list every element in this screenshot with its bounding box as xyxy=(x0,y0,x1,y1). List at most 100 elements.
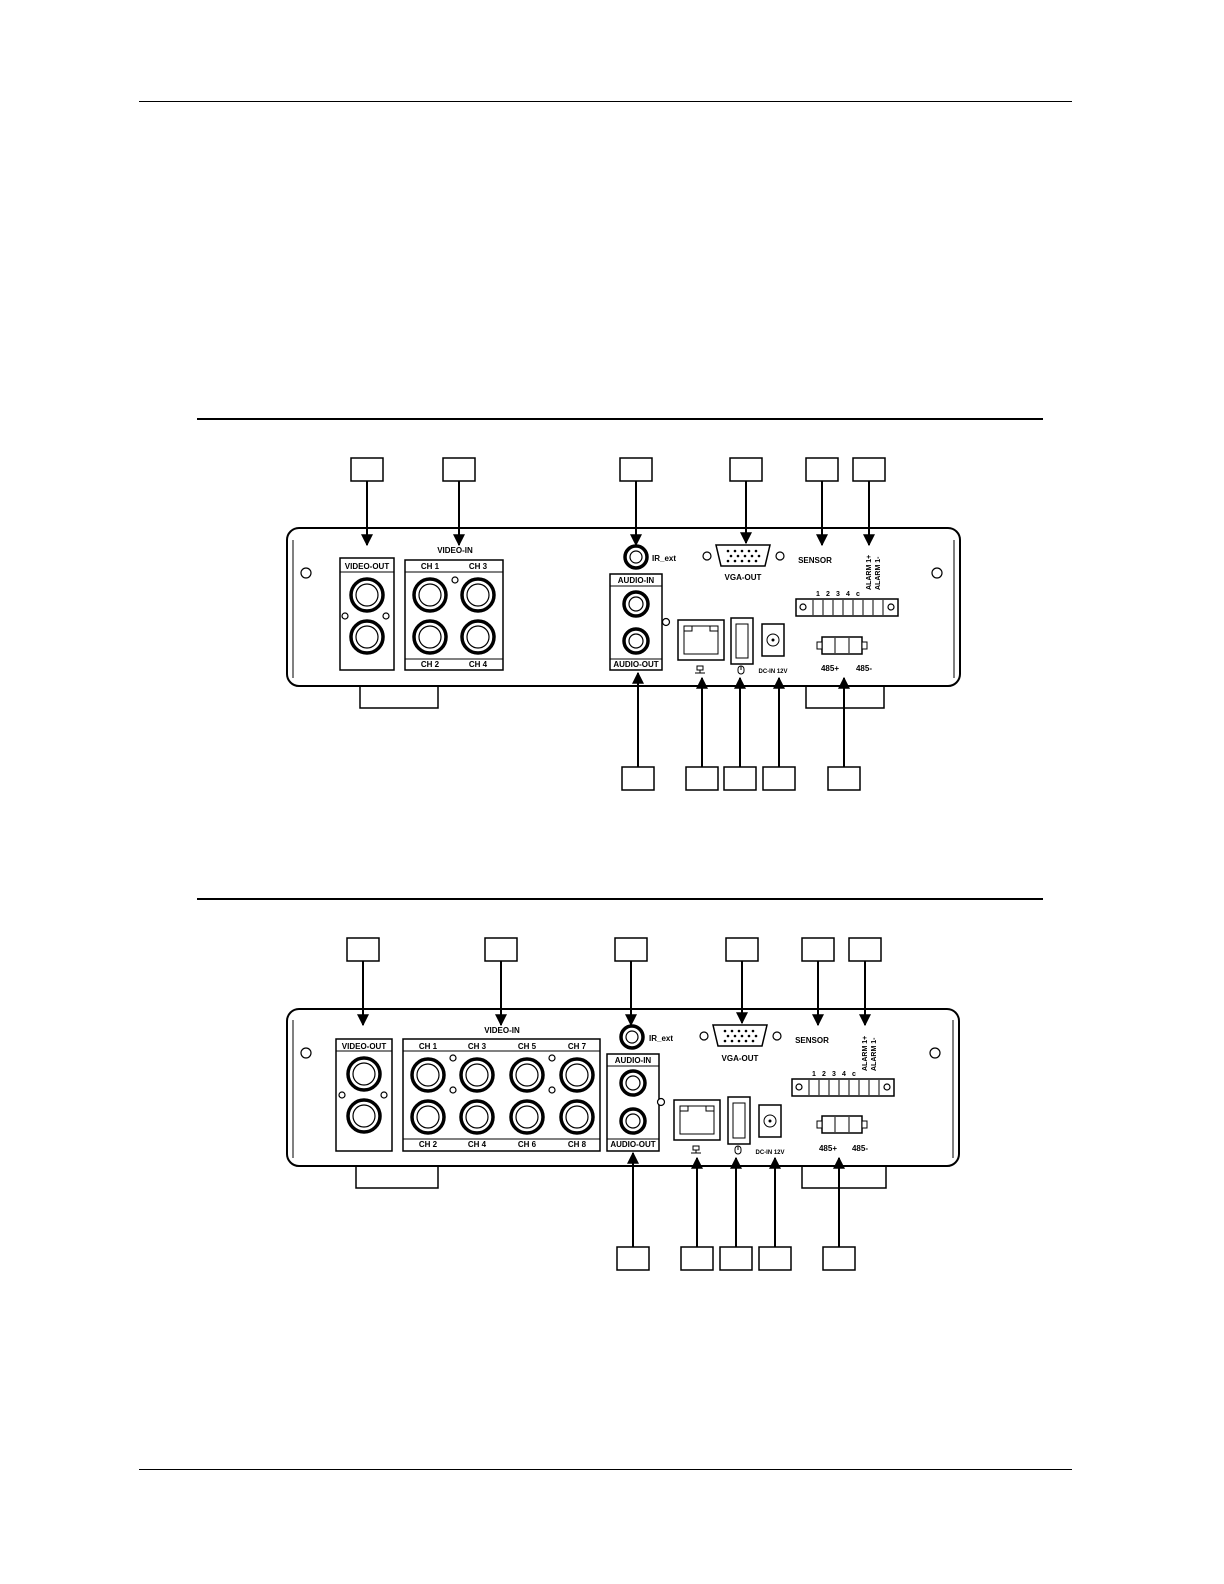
callout-ir-ext xyxy=(614,937,648,962)
callout-video-in xyxy=(442,457,476,482)
footer-rule xyxy=(139,1469,1072,1470)
screw-left xyxy=(300,1047,312,1059)
ch3-label: CH 3 xyxy=(468,1042,487,1051)
audio-in-label: AUDIO-IN xyxy=(615,1056,652,1065)
dc-in-label: DC-IN 12V xyxy=(755,1150,784,1156)
alarm-minus-label: ALARM 1- xyxy=(871,1037,878,1071)
callout-audio xyxy=(616,1246,650,1271)
header-rule xyxy=(139,101,1072,102)
usb-port[interactable] xyxy=(727,1096,751,1145)
audio-in-label: AUDIO-IN xyxy=(618,576,655,585)
ch4-label: CH 4 xyxy=(468,1140,487,1149)
audio-out-label: AUDIO-OUT xyxy=(610,1140,655,1149)
alarm-minus-label: ALARM 1- xyxy=(875,556,882,590)
callout-alarm xyxy=(852,457,886,482)
sensor-pin-2: 2 xyxy=(822,1071,826,1078)
sensor-pin-3: 3 xyxy=(832,1071,836,1078)
dc-in-label: DC-IN 12V xyxy=(758,669,787,675)
ch4-label: CH 4 xyxy=(469,660,488,669)
callout-vga-out xyxy=(725,937,759,962)
callout-vga-out xyxy=(729,457,763,482)
callout-audio xyxy=(621,766,655,791)
rs485-terminal[interactable] xyxy=(816,1115,868,1134)
foot-left xyxy=(359,685,439,709)
rs485-minus-label: 485- xyxy=(852,1144,868,1153)
ch1-label: CH 1 xyxy=(421,562,440,571)
ir-ext-label: IR_ext xyxy=(652,554,676,563)
video-in-label: VIDEO-IN xyxy=(437,546,473,555)
sensor-label: SENSOR xyxy=(795,1036,829,1045)
dc-in-port[interactable] xyxy=(761,623,785,657)
sensor-alarm-terminal[interactable] xyxy=(791,1078,895,1097)
foot-left xyxy=(355,1165,439,1189)
video-in-label: VIDEO-IN xyxy=(484,1026,520,1035)
figure-2-rule xyxy=(197,898,1043,900)
rs485-minus-label: 485- xyxy=(856,664,872,673)
usb-port[interactable] xyxy=(730,617,754,665)
video-out-block: VIDEO-OUT xyxy=(339,557,395,671)
audio-out-jack[interactable] xyxy=(619,1107,647,1135)
vga-out-port[interactable] xyxy=(702,544,785,567)
vga-out-label: VGA-OUT xyxy=(725,573,762,582)
screw-left xyxy=(300,567,312,579)
rear-panel-4ch-diagram: VIDEO-OUT VIDEO-IN CH 1 CH 3 CH 2 CH 4 I… xyxy=(286,457,961,791)
mouse-icon xyxy=(734,1145,742,1155)
ch2-label: CH 2 xyxy=(421,660,440,669)
callout-alarm xyxy=(848,937,882,962)
network-icon xyxy=(695,665,705,674)
chassis-inner-edge xyxy=(292,1020,954,1158)
callout-usb xyxy=(723,766,757,791)
sensor-alarm-terminal[interactable] xyxy=(795,598,899,617)
ch5-label: CH 5 xyxy=(518,1042,537,1051)
network-port[interactable] xyxy=(677,619,725,661)
alarm-plus-label: ALARM 1+ xyxy=(862,1036,869,1071)
callout-usb xyxy=(719,1246,753,1271)
callout-video-out xyxy=(346,937,380,962)
ir-ext-label: IR_ext xyxy=(649,1034,673,1043)
mouse-icon xyxy=(737,665,745,675)
audio-out-label: AUDIO-OUT xyxy=(613,660,658,669)
alarm-plus-label: ALARM 1+ xyxy=(866,555,873,590)
ch2-label: CH 2 xyxy=(419,1140,438,1149)
vga-out-label: VGA-OUT xyxy=(722,1054,759,1063)
callout-dc-in xyxy=(762,766,796,791)
rs485-plus-label: 485+ xyxy=(819,1144,837,1153)
audio-block: AUDIO-IN AUDIO-OUT xyxy=(606,1053,666,1152)
rs485-plus-label: 485+ xyxy=(821,664,839,673)
sensor-pin-1: 1 xyxy=(812,1071,816,1078)
ch6-label: CH 6 xyxy=(518,1140,537,1149)
network-icon xyxy=(691,1145,701,1154)
ch7-label: CH 7 xyxy=(568,1042,587,1051)
foot-right xyxy=(801,1165,887,1189)
callout-rs485 xyxy=(827,766,861,791)
callout-sensor xyxy=(805,457,839,482)
vga-out-port[interactable] xyxy=(699,1024,782,1047)
figure-1-rule xyxy=(197,418,1043,420)
network-port[interactable] xyxy=(673,1099,721,1141)
sensor-pin-4: 4 xyxy=(842,1071,846,1078)
audio-in-jack[interactable] xyxy=(622,590,650,618)
callout-network xyxy=(680,1246,714,1271)
callout-ir-ext xyxy=(619,457,653,482)
ch8-label: CH 8 xyxy=(568,1140,587,1149)
callout-dc-in xyxy=(758,1246,792,1271)
ch3-label: CH 3 xyxy=(469,562,488,571)
audio-block: AUDIO-IN AUDIO-OUT xyxy=(609,573,671,671)
rear-panel-8ch-diagram: VIDEO-OUT VIDEO-IN CH 1 CH 3 CH 5 CH 7 C… xyxy=(286,937,960,1271)
sensor-pin-4: 4 xyxy=(846,591,850,598)
ch1-label: CH 1 xyxy=(419,1042,438,1051)
audio-in-jack[interactable] xyxy=(619,1069,647,1097)
video-out-block: VIDEO-OUT xyxy=(335,1038,393,1152)
video-out-label: VIDEO-OUT xyxy=(342,1042,387,1051)
rs485-terminal[interactable] xyxy=(816,636,868,655)
callout-video-in xyxy=(484,937,518,962)
screw-right xyxy=(929,1047,941,1059)
video-in-block: VIDEO-IN CH 1 CH 3 CH 5 CH 7 CH 2 CH 4 C… xyxy=(402,1026,601,1152)
dc-in-port[interactable] xyxy=(758,1104,782,1138)
sensor-pin-1: 1 xyxy=(816,591,820,598)
video-in-block: VIDEO-IN CH 1 CH 3 CH 2 CH 4 xyxy=(404,546,504,671)
callout-rs485 xyxy=(822,1246,856,1271)
sensor-pin-2: 2 xyxy=(826,591,830,598)
audio-out-jack[interactable] xyxy=(622,627,650,655)
callout-network xyxy=(685,766,719,791)
